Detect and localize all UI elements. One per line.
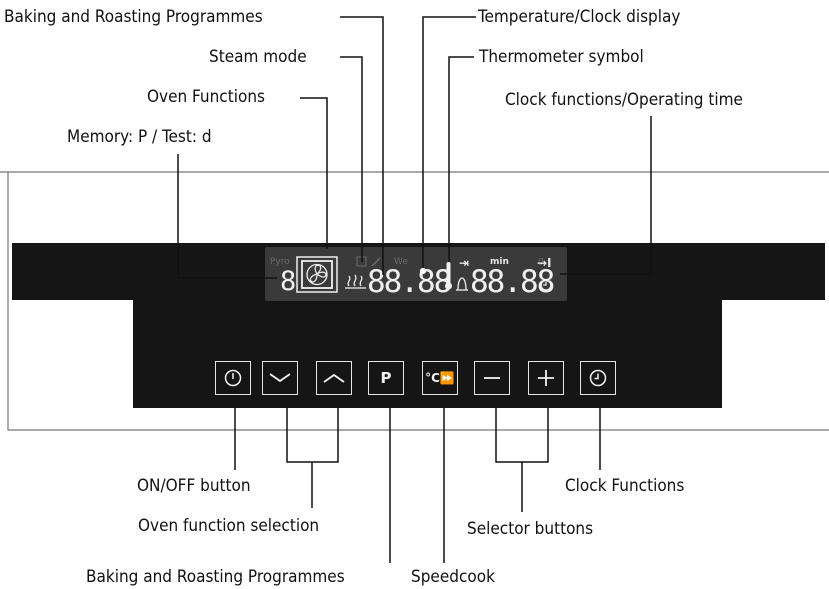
on-off-button[interactable] [215,361,251,395]
leader-oven-function-selection [286,407,339,508]
chevron-down-icon [269,373,291,383]
label-oven-functions: Oven Functions [147,87,265,107]
label-memory-test: Memory: P / Test: d [67,127,212,147]
label-baking-programmes-top: Baking and Roasting Programmes [4,7,263,27]
oven-function-up-button[interactable] [316,361,352,395]
weight-indicator: We [394,257,408,267]
power-icon [224,369,242,387]
fan-icon [296,256,338,293]
leader-steam [340,56,363,262]
label-temperature-clock-display: Temperature/Clock display [478,7,681,27]
speedcook-button-label: °C⏩ [425,371,455,385]
gram-indicator: g [538,256,544,266]
start-time-arrow: ⇥ [459,256,469,270]
clock-button[interactable] [580,361,616,395]
min-indicator: min [490,257,509,267]
programmes-button-label: P [380,369,392,387]
clock-small-icon [540,279,552,291]
ghost-symbol [371,257,381,267]
label-baking-programmes-bottom: Baking and Roasting Programmes [86,567,345,587]
bell-icon [456,277,468,291]
pyro-indicator: Pyro [270,257,290,267]
speedcook-button[interactable]: °C⏩ [422,361,458,395]
steam-icon [345,274,366,289]
label-thermometer-symbol: Thermometer symbol [479,47,644,67]
appliance-outline [0,171,829,431]
thermometer-icon [445,262,452,290]
label-speedcook: Speedcook [411,567,495,587]
plus-icon [538,370,554,386]
leader-selector [495,407,549,512]
label-steam-mode: Steam mode [209,47,307,67]
programmes-button[interactable]: P [368,361,404,395]
leader-memory [177,154,277,279]
minus-icon [484,377,500,379]
label-clock-functions-operating-time: Clock functions/Operating time [505,90,743,110]
leader-temperature [422,16,476,269]
leader-oven-functions [300,97,328,249]
leader-thermometer [448,56,474,262]
leader-baking-top [340,16,384,275]
label-selector-buttons: Selector buttons [467,519,594,539]
end-time-arrow: →I [537,256,552,270]
plus-button[interactable] [528,361,564,395]
label-clock-functions: Clock Functions [565,476,685,496]
temperature-digits: 88.88 [367,264,451,300]
leader-clock-functions [560,116,652,275]
chevron-up-icon [323,373,345,383]
clock-icon [589,369,607,387]
oven-function-down-button[interactable] [262,361,298,395]
display-window [265,247,567,301]
minus-button[interactable] [474,361,510,395]
label-on-off-button: ON/OFF button [137,476,251,496]
memory-digit: 8 [280,266,296,297]
label-oven-function-selection: Oven function selection [138,516,320,536]
